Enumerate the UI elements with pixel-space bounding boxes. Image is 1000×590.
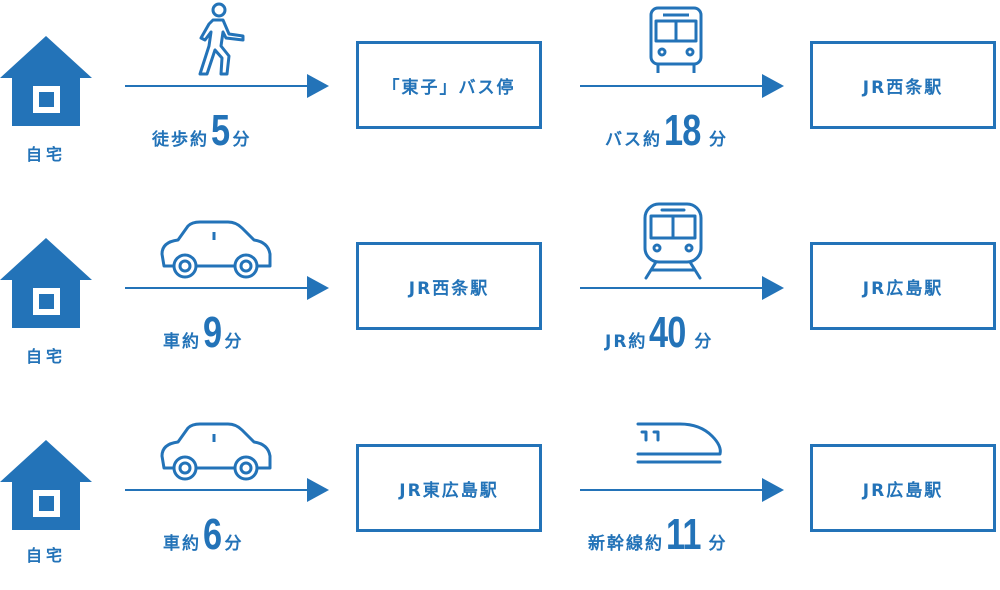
arrow bbox=[125, 276, 329, 300]
home-icon bbox=[0, 440, 92, 570]
duration-unit: 分 bbox=[224, 534, 244, 554]
duration-label: 新幹線約 11 分 bbox=[588, 510, 728, 560]
station-box: 「東子」バス停 bbox=[356, 41, 542, 129]
station-box: JR西条駅 bbox=[810, 41, 996, 129]
origin-label: 自宅 bbox=[25, 546, 66, 565]
duration-label: 車約 6 分 bbox=[163, 510, 243, 560]
walking-person-icon bbox=[187, 2, 247, 80]
arrow bbox=[580, 478, 784, 502]
car-icon bbox=[158, 220, 274, 286]
duration-unit: 分 bbox=[694, 332, 714, 352]
car-icon bbox=[158, 422, 274, 488]
duration-number: 5 bbox=[211, 106, 230, 155]
duration-prefix: 車約 bbox=[163, 534, 201, 554]
duration-unit: 分 bbox=[224, 332, 244, 352]
arrow bbox=[125, 478, 329, 502]
route-row: 自宅 車約 9 分 JR西条駅 JR約 40 bbox=[0, 200, 1000, 390]
arrow bbox=[125, 74, 329, 98]
arrow bbox=[580, 74, 784, 98]
bus-icon bbox=[647, 4, 705, 78]
duration-number: 9 bbox=[203, 308, 222, 357]
station-box: JR西条駅 bbox=[356, 242, 542, 330]
duration-label: JR約 40 分 bbox=[605, 308, 713, 358]
home-icon bbox=[0, 36, 92, 166]
station-box: JR広島駅 bbox=[810, 242, 996, 330]
duration-prefix: 徒歩約 bbox=[152, 130, 209, 150]
duration-prefix: 車約 bbox=[163, 332, 201, 352]
shinkansen-icon bbox=[636, 420, 726, 474]
duration-prefix: JR約 bbox=[605, 332, 648, 352]
arrow bbox=[580, 276, 784, 300]
station-box: JR東広島駅 bbox=[356, 444, 542, 532]
duration-unit: 分 bbox=[708, 534, 728, 554]
route-row: 自宅 車約 6 分 JR東広島駅 新幹線約 11 分 JR広島駅 bbox=[0, 400, 1000, 590]
train-icon bbox=[642, 200, 704, 284]
duration-label: バス約 18 分 bbox=[605, 106, 728, 156]
duration-number: 6 bbox=[203, 510, 222, 559]
duration-label: 車約 9 分 bbox=[163, 308, 243, 358]
duration-label: 徒歩約 5 分 bbox=[152, 106, 251, 156]
home-icon bbox=[0, 238, 92, 368]
route-row: 自宅 徒歩約 5 分 「東子」バス停 バス約 18 分 JR西条駅 bbox=[0, 0, 1000, 190]
origin-label: 自宅 bbox=[25, 145, 66, 164]
duration-number: 11 bbox=[666, 510, 701, 559]
station-box: JR広島駅 bbox=[810, 444, 996, 532]
origin-label: 自宅 bbox=[25, 347, 66, 366]
duration-prefix: バス約 bbox=[605, 130, 662, 150]
duration-prefix: 新幹線約 bbox=[588, 534, 664, 554]
duration-unit: 分 bbox=[232, 130, 252, 150]
duration-number: 40 bbox=[649, 308, 687, 357]
duration-unit: 分 bbox=[708, 130, 728, 150]
duration-number: 18 bbox=[664, 106, 701, 155]
